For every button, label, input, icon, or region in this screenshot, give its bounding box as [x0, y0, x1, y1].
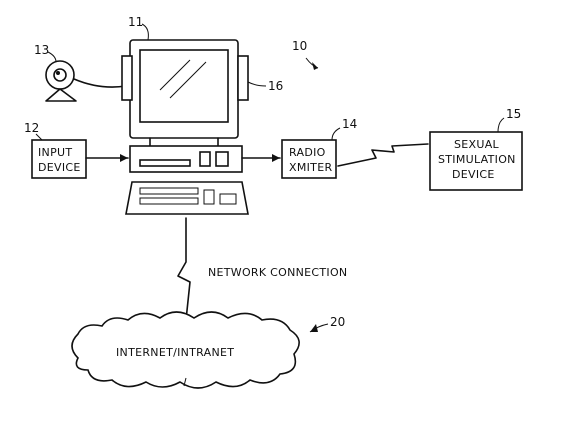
ref-14: 14 — [342, 117, 357, 131]
input-device-label-2: DEVICE — [38, 161, 81, 174]
radio-label-2: XMITER — [289, 161, 332, 174]
network-connection-line — [177, 217, 191, 321]
radio-label-1: RADIO — [289, 146, 326, 159]
stim-label-1: SEXUAL — [454, 138, 500, 151]
computer-base — [129, 145, 243, 173]
stimulation-device-box: SEXUAL STIMULATION DEVICE — [429, 131, 523, 191]
radio-transmitter-box: RADIO XMITER — [281, 139, 337, 179]
stim-label-2: STIMULATION — [438, 153, 516, 166]
radio-arrowhead — [272, 154, 280, 162]
wireless-link — [337, 143, 429, 167]
webcam — [45, 60, 127, 102]
input-device-box: INPUT DEVICE — [31, 139, 87, 179]
input-device-label-1: INPUT — [38, 146, 72, 159]
ref-13: 13 — [34, 43, 49, 57]
input-arrowhead — [120, 154, 128, 162]
ref-16: 16 — [268, 79, 283, 93]
internet-cloud: INTERNET/INTRANET — [71, 311, 300, 389]
ref-12: 12 — [24, 121, 39, 135]
ref-10: 10 — [292, 39, 307, 53]
internet-label: INTERNET/INTRANET — [116, 346, 234, 359]
computer-monitor — [121, 39, 249, 147]
stim-label-3: DEVICE — [452, 168, 495, 181]
ref-15: 15 — [506, 107, 521, 121]
ref-11: 11 — [128, 15, 143, 29]
keyboard — [125, 181, 249, 215]
ref-20: 20 — [330, 315, 345, 329]
network-connection-label: NETWORK CONNECTION — [208, 266, 347, 279]
